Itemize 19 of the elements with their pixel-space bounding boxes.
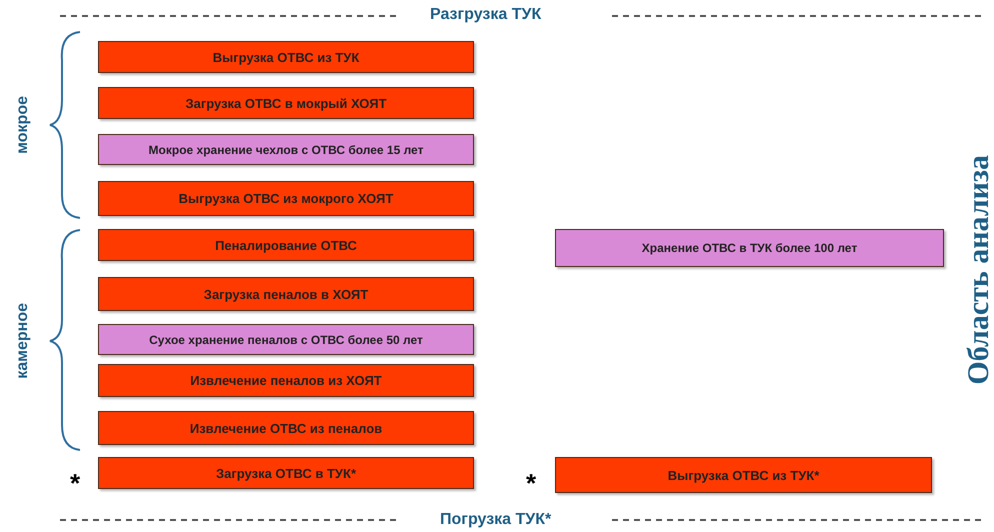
process-box: Загрузка ОТВС в ТУК* — [98, 457, 474, 489]
process-box: Извлечение ОТВС из пеналов — [98, 411, 474, 445]
process-box: Выгрузка ОТВС из ТУК* — [555, 457, 932, 493]
group-label: мокрое — [14, 96, 32, 154]
group-label: камерное — [14, 303, 32, 379]
process-box: Пеналирование ОТВС — [98, 229, 474, 261]
process-box: Извлечение пеналов из ХОЯТ — [98, 364, 474, 397]
section-heading: Погрузка ТУК* — [440, 511, 552, 529]
process-box: Выгрузка ОТВС из мокрого ХОЯТ — [98, 181, 474, 216]
footnote-mark: * — [70, 468, 80, 499]
process-box: Мокрое хранение чехлов с ОТВС более 15 лет — [98, 134, 474, 165]
process-box: Загрузка ОТВС в мокрый ХОЯТ — [98, 87, 474, 119]
section-heading: Разгрузка ТУК — [430, 6, 542, 24]
side-heading: Область анализа — [962, 155, 994, 385]
process-box: Хранение ОТВС в ТУК более 100 лет — [555, 229, 944, 267]
footnote-mark: * — [526, 468, 536, 499]
process-box: Загрузка пеналов в ХОЯТ — [98, 277, 474, 311]
process-box: Сухое хранение пеналов с ОТВС более 50 лет — [98, 324, 474, 355]
process-box: Выгрузка ОТВС из ТУК — [98, 41, 474, 73]
